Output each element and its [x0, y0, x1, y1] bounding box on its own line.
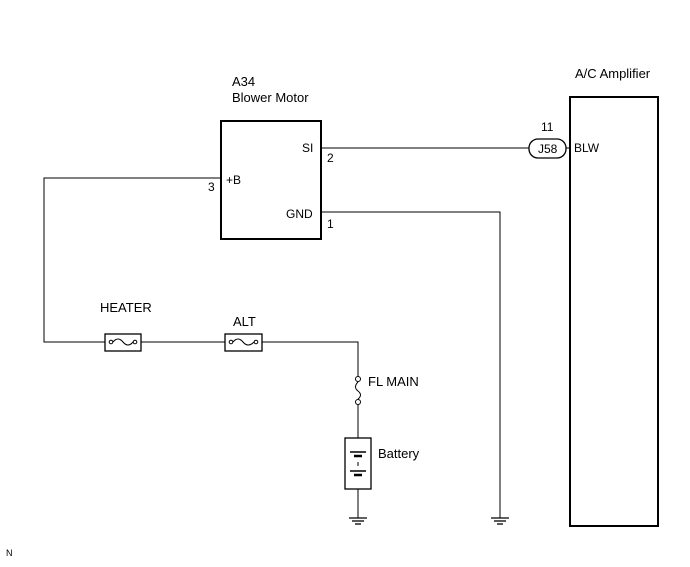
ac-amplifier-pin-label: BLW — [574, 141, 600, 155]
fl-main-label: FL MAIN — [368, 374, 419, 389]
blower-motor-box — [220, 120, 322, 240]
ac-amplifier-name: A/C Amplifier — [575, 66, 651, 81]
fuse-alt-label: ALT — [233, 314, 256, 329]
wire-plus-b — [43, 177, 221, 343]
wire-gnd — [321, 211, 501, 518]
ac-amplifier-box — [569, 96, 659, 527]
ac-amplifier-pin-number: 11 — [541, 120, 554, 134]
fuse-alt-icon — [224, 333, 263, 352]
blower-motor-pin-si-number: 2 — [327, 151, 334, 165]
ground-icon — [349, 517, 367, 525]
corner-mark: N — [6, 548, 13, 558]
battery-icon — [344, 437, 372, 490]
blower-motor-pin-si-label: SI — [302, 141, 313, 155]
connector-j58-label: J58 — [538, 142, 558, 156]
blower-motor-code: A34 — [232, 74, 255, 89]
ground-icon — [491, 517, 509, 525]
blower-motor-name: Blower Motor — [232, 90, 309, 105]
fuse-heater-label: HEATER — [100, 300, 152, 315]
blower-motor-pin-gnd-label: GND — [286, 207, 313, 221]
battery-label: Battery — [378, 446, 420, 461]
blower-motor-pin-gnd-number: 1 — [327, 217, 334, 231]
blower-motor-pin-plusb-number: 3 — [208, 180, 215, 194]
blower-motor-pin-plusb-label: +B — [226, 173, 241, 187]
fusible-link-icon — [355, 376, 361, 405]
fuse-heater-icon — [104, 333, 142, 352]
wire-alt-flmain — [262, 341, 359, 376]
